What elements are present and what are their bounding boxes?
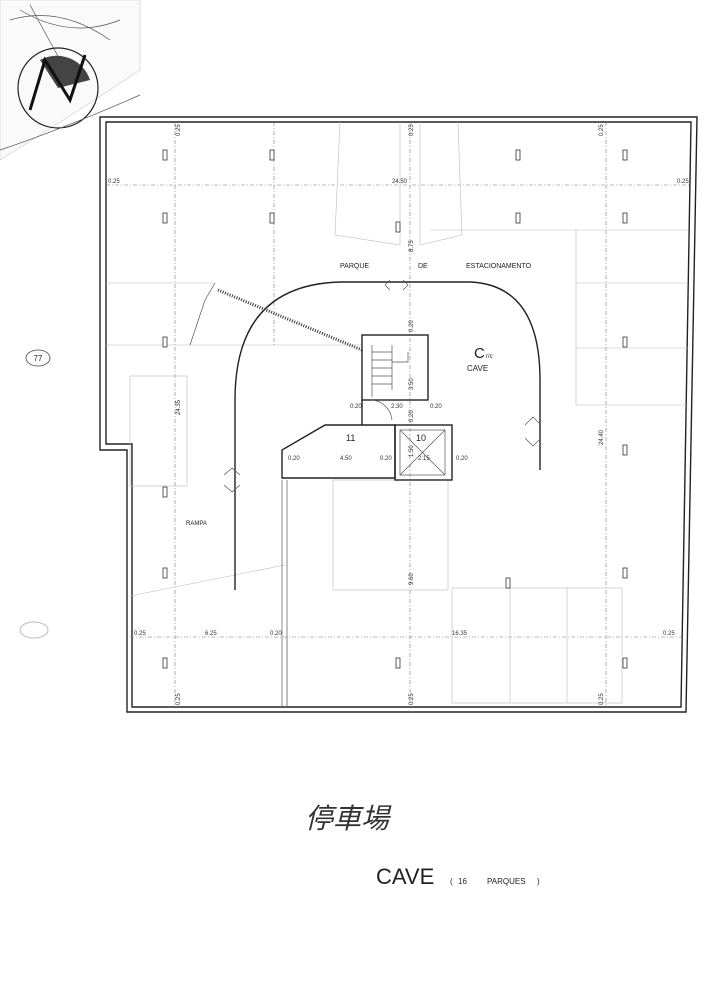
dimension-label: 8.75 — [409, 240, 415, 252]
dimension-label: 0.25 — [108, 179, 120, 185]
dimension-label: 0.20 — [456, 456, 468, 462]
dimension-labels: 0.25 0.25 0.25 0.25 0.25 24.50 8.75 0.20… — [108, 124, 689, 705]
dimension-label: 0.25 — [599, 124, 605, 136]
area-label-de: DE — [418, 263, 428, 270]
ramp-arrow-icon — [524, 416, 542, 447]
lift-room-10 — [394, 424, 453, 481]
north-arrow-icon — [0, 0, 141, 161]
dimension-label: 0.20 — [380, 456, 392, 462]
dimension-label: 9.60 — [409, 573, 415, 585]
area-label-parque: PARQUE — [340, 263, 369, 270]
dimension-label: 0.20 — [409, 320, 415, 332]
ramp-arrow-icon — [223, 467, 241, 493]
dimension-label: 3.50 — [409, 378, 415, 390]
room-11-label: 11 — [346, 433, 355, 443]
caption-close-paren: ) — [537, 877, 540, 886]
area-label-estacionamento: ESTACIONAMENTO — [466, 263, 532, 270]
dimension-label: 4.50 — [340, 456, 352, 462]
level-sub: r/c — [486, 354, 493, 360]
dimension-label: 0.20 — [288, 456, 300, 462]
dimension-label: 0.25 — [409, 693, 415, 705]
dimension-label: 0.20 — [350, 404, 362, 410]
dimension-label: 2.15 — [418, 456, 430, 462]
dimension-label: 24.35 — [176, 399, 182, 415]
dimension-label: 0.20 — [430, 404, 442, 410]
dimension-label: 0.25 — [599, 693, 605, 705]
dimension-label: 0.20 — [409, 410, 415, 422]
punch-hole-icon — [19, 621, 49, 639]
sheet-number: 77 — [34, 354, 43, 363]
dimension-label: 0.25 — [409, 124, 415, 136]
grid-lines — [106, 122, 691, 707]
caption-chinese-handwritten: 停車場 — [305, 802, 392, 835]
caption-count: 16 — [458, 877, 467, 886]
dimension-label: 0.20 — [270, 631, 282, 637]
dimension-label: 6.25 — [205, 631, 217, 637]
caption-open-paren: ( — [450, 877, 453, 886]
stair-core — [361, 334, 429, 421]
ramp-label: RAMPA — [186, 521, 207, 527]
dimension-label: 16.35 — [452, 631, 468, 637]
room-11 — [281, 400, 396, 479]
dimension-label: 1.50 — [409, 445, 415, 457]
dimension-label: 0.25 — [176, 124, 182, 136]
dimension-label: 0.25 — [176, 693, 182, 705]
dimension-label: 2.30 — [391, 404, 403, 410]
ramp-arrow-icon — [384, 279, 409, 291]
dimension-label: 24.40 — [599, 429, 605, 445]
dimension-label: 0.25 — [663, 631, 675, 637]
caption-unit: PARQUES — [487, 877, 526, 886]
dimension-label: 0.25 — [677, 179, 689, 185]
caption-title: CAVE — [376, 864, 434, 889]
sheet-number-stamp: 77 — [25, 349, 51, 367]
outer-walls — [99, 116, 698, 713]
level-name: CAVE — [467, 364, 488, 373]
dimension-label: 24.50 — [392, 179, 408, 185]
dimension-label: 0.25 — [134, 631, 146, 637]
room-10-label: 10 — [416, 433, 426, 443]
pillars — [162, 149, 628, 669]
parking-bays — [129, 121, 623, 707]
ramp — [189, 279, 542, 590]
level-code: C — [474, 345, 485, 362]
